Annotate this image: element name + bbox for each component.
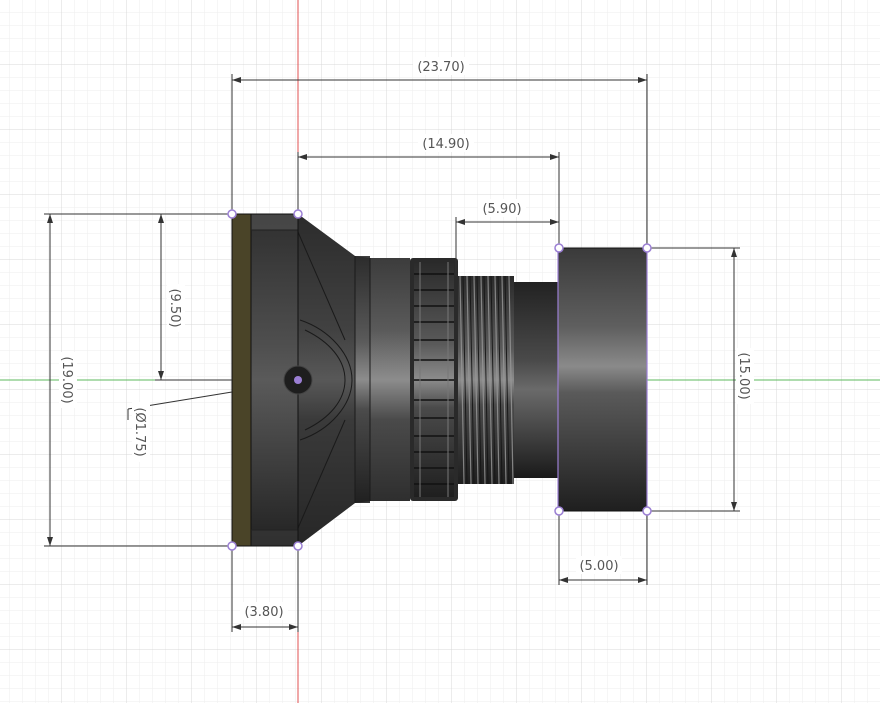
dim-front-height[interactable]: (19.00) xyxy=(59,356,74,403)
label-bg xyxy=(413,57,469,75)
label-bg xyxy=(132,402,150,462)
dim-half-height[interactable]: (9.50) xyxy=(167,288,182,327)
dim-overall-length[interactable]: (23.70) xyxy=(417,60,464,75)
knurled-ring xyxy=(410,258,458,501)
label-bg xyxy=(736,348,754,404)
dimension-lines xyxy=(44,74,740,632)
dim-thread-to-face[interactable]: (14.90) xyxy=(422,137,469,152)
label-bg xyxy=(240,602,288,620)
label-bg xyxy=(576,556,622,574)
cone-section xyxy=(297,214,410,546)
center-hole[interactable] xyxy=(283,365,313,395)
dim-hole-diameter[interactable]: (Ø1.75) xyxy=(132,407,147,456)
dim-rear-length[interactable]: (5.00) xyxy=(579,559,618,574)
dim-thread-length[interactable]: (5.90) xyxy=(482,202,521,217)
vertex-marker[interactable] xyxy=(227,209,237,219)
rear-cylinder xyxy=(557,247,648,512)
label-bg xyxy=(418,134,474,152)
dimension-arrows xyxy=(47,77,737,630)
vertex-marker[interactable] xyxy=(293,541,303,551)
dim-rear-height[interactable]: (15.00) xyxy=(736,352,751,399)
vertex-marker[interactable] xyxy=(293,209,303,219)
front-block xyxy=(231,213,299,547)
thread-section xyxy=(456,275,514,485)
vertex-marker[interactable] xyxy=(554,243,564,253)
label-bg xyxy=(59,352,77,408)
dimension-labels: (23.70) (14.90) (5.90) (5.00) (3.80) (19… xyxy=(59,57,754,620)
vertex-marker[interactable] xyxy=(554,506,564,516)
face-plate xyxy=(232,214,251,546)
label-bg xyxy=(478,199,526,217)
lens-shaft xyxy=(510,282,562,478)
vertex-marker[interactable] xyxy=(642,506,652,516)
label-bg xyxy=(167,284,185,332)
vertex-marker[interactable] xyxy=(642,243,652,253)
lens-model[interactable] xyxy=(231,213,648,547)
vertex-markers[interactable] xyxy=(227,209,652,551)
dim-front-length[interactable]: (3.80) xyxy=(244,605,283,620)
vertex-marker[interactable] xyxy=(227,541,237,551)
